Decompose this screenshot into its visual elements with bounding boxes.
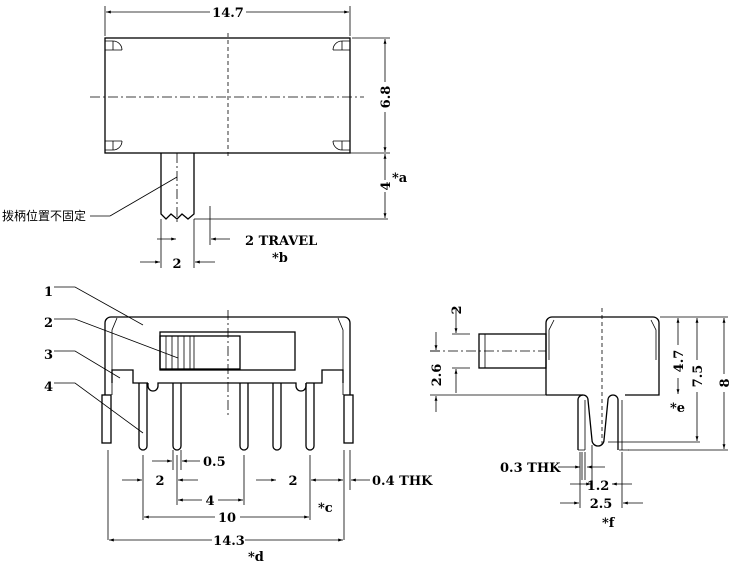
width-dimension: 14.7 xyxy=(212,6,244,21)
frame-outline xyxy=(104,316,351,395)
lever-length-dimension: 4 xyxy=(379,181,394,190)
lever-position-note: 拨柄位置不固定 xyxy=(2,208,86,223)
frame-leg-right xyxy=(343,394,354,444)
top-body-outline xyxy=(104,37,351,154)
pins xyxy=(138,383,315,451)
left-pitch-dimension: 2 xyxy=(155,474,164,489)
note-b: *b xyxy=(272,251,288,266)
note-f: *f xyxy=(602,516,616,531)
right-pitch-dimension: 2 xyxy=(288,474,297,489)
thickness-label: 0.4 THK xyxy=(372,474,433,489)
pin-height-dimension: 7.5 xyxy=(691,365,706,388)
body-height-dimension: 4.7 xyxy=(672,350,687,373)
side-lever-dimension: 2 xyxy=(450,305,465,314)
side-body-outline xyxy=(545,316,660,396)
frame-leg-left xyxy=(101,394,112,444)
height-dimension: 6.8 xyxy=(379,86,394,109)
overall-width-dimension: 14.3 xyxy=(213,534,245,549)
callout-3: 3 xyxy=(44,348,53,363)
note-d: *d xyxy=(248,550,264,565)
slider-knob xyxy=(159,335,241,370)
slider-housing xyxy=(159,331,296,371)
pin-gap-dimension: 1.2 xyxy=(587,479,610,494)
travel-label: 2 TRAVEL xyxy=(245,234,317,249)
side-lever-height-dimension: 2.6 xyxy=(430,364,445,387)
center-pitch-dimension: 4 xyxy=(205,494,214,509)
side-pins xyxy=(577,394,619,450)
note-a: *a xyxy=(392,171,408,186)
lever xyxy=(160,153,195,220)
corner-notches xyxy=(105,40,350,151)
side-view: 2 2.6 4.7 *e 7.5 8 0.3 THK 1.2 2.5 *f xyxy=(430,305,733,531)
note-c: *c xyxy=(318,501,333,516)
pin-width-dimension: 0.5 xyxy=(203,455,226,470)
pin-span-dimension: 10 xyxy=(218,511,236,526)
top-view: 14.7 6.8 4 *a 拨柄位置不固定 2 TRAVEL *b 2 xyxy=(2,6,408,272)
pin-span-dimension: 2.5 xyxy=(590,497,613,512)
callout-4: 4 xyxy=(44,380,53,395)
lever-width-dimension: 2 xyxy=(172,257,181,272)
callout-1: 1 xyxy=(44,285,53,300)
front-view: 1 2 3 4 0.5 2 2 0.4 THK 4 10 *c 14.3 *d xyxy=(44,285,433,565)
overall-height-dimension: 8 xyxy=(718,378,733,387)
callout-2: 2 xyxy=(44,316,53,331)
note-e: *e xyxy=(670,401,685,416)
side-thickness-label: 0.3 THK xyxy=(500,461,561,476)
